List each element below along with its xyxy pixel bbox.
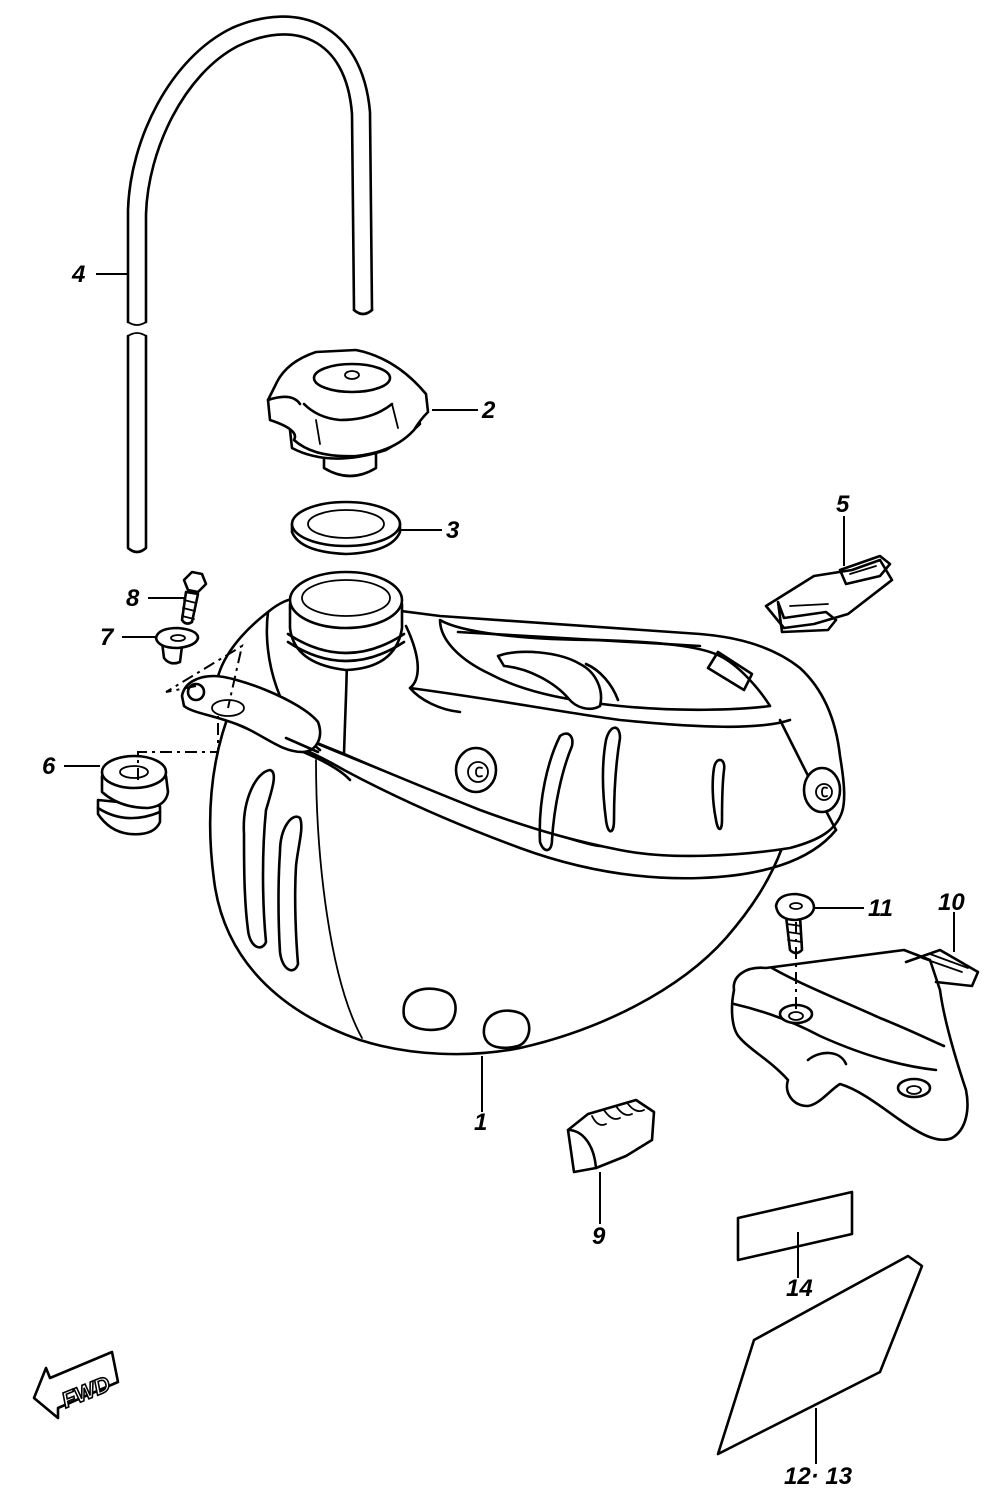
bracket — [730, 948, 980, 1141]
callout-10: 10 — [938, 889, 965, 916]
callout-8: 8 — [126, 585, 140, 612]
callout-labels: 1 2 3 4 5 6 7 8 9 10 11 12· 13 14 — [42, 261, 965, 1490]
pad — [566, 1098, 656, 1174]
breather-hose — [126, 15, 374, 554]
callout-5: 5 — [836, 491, 850, 518]
fuel-tank — [180, 570, 846, 1056]
leader-lines — [64, 273, 955, 1464]
fuel-cap — [266, 348, 430, 478]
cushion — [96, 754, 170, 836]
bracket-bolt — [774, 892, 816, 955]
callout-6: 6 — [42, 753, 56, 780]
callout-7: 7 — [100, 624, 115, 651]
callout-4: 4 — [71, 261, 85, 288]
callout-11: 11 — [868, 895, 893, 922]
fwd-direction-arrow: FWD — [32, 1350, 120, 1420]
gasket — [290, 500, 402, 556]
callout-9: 9 — [592, 1223, 606, 1250]
callout-12-13: 12· 13 — [784, 1463, 853, 1490]
callout-14: 14 — [786, 1275, 813, 1302]
strap — [764, 554, 894, 634]
bolt — [180, 570, 208, 625]
callout-1: 1 — [474, 1109, 487, 1136]
decal-large — [716, 1254, 924, 1456]
decal-small — [736, 1190, 854, 1262]
callout-3: 3 — [446, 517, 460, 544]
callout-2: 2 — [481, 397, 496, 424]
collar — [154, 626, 200, 665]
